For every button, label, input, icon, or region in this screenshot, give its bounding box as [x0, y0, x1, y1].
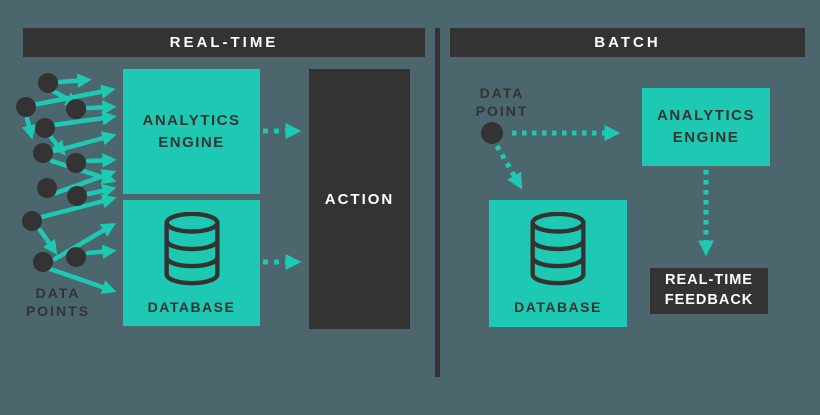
scatter-arrow-icons — [21, 73, 117, 294]
data-points-label-line1: DATA — [35, 285, 81, 301]
database-box-left: DATABASE — [123, 200, 260, 326]
dashed-arrow-engine-to-feedback — [698, 170, 714, 257]
action-label: ACTION — [324, 190, 395, 208]
realtime-header-label: REAL-TIME — [169, 34, 279, 51]
realtime-feedback-box: REAL-TIME FEEDBACK — [650, 268, 768, 314]
analytics-engine-right-line2: ENGINE — [672, 129, 740, 146]
dashed-arrow-database-to-action — [263, 253, 302, 271]
batch-section-header: BATCH — [450, 28, 805, 57]
section-divider — [435, 28, 440, 377]
database-left-label: DATABASE — [147, 299, 236, 315]
analytics-engine-right-line1: ANALYTICS — [657, 107, 755, 125]
dashed-arrow-engine-to-action — [263, 122, 302, 140]
analytics-engine-box-right: ANALYTICS ENGINE — [642, 88, 770, 166]
batch-header-label: BATCH — [594, 34, 661, 51]
dashed-arrow-point-to-database — [494, 144, 523, 190]
analytics-engine-left-line2: ENGINE — [158, 133, 225, 151]
database-right-label: DATABASE — [514, 299, 602, 315]
realtime-section-header: REAL-TIME — [23, 28, 425, 57]
data-point-label: DATA POINT — [462, 84, 542, 120]
data-points-label: DATA POINTS — [18, 284, 98, 320]
database-icon — [163, 212, 220, 286]
realtime-feedback-line1: REAL-TIME — [665, 272, 753, 289]
analytics-engine-left-line1: ANALYTICS — [142, 111, 241, 129]
action-box: ACTION — [309, 69, 410, 329]
data-points-label-line2: POINTS — [25, 303, 91, 320]
data-point-dot-icon — [481, 122, 503, 144]
dashed-arrow-point-to-engine — [512, 125, 621, 141]
scatter-dot-icons — [16, 73, 87, 272]
database-box-right: DATABASE — [489, 200, 627, 327]
data-point-label-line2: POINT — [475, 103, 529, 120]
data-point-label-line1: DATA — [479, 85, 525, 101]
database-icon — [530, 212, 586, 286]
data-points-scatter — [16, 73, 117, 294]
realtime-feedback-line2: FEEDBACK — [664, 292, 754, 308]
analytics-engine-box-left: ANALYTICS ENGINE — [123, 69, 260, 194]
